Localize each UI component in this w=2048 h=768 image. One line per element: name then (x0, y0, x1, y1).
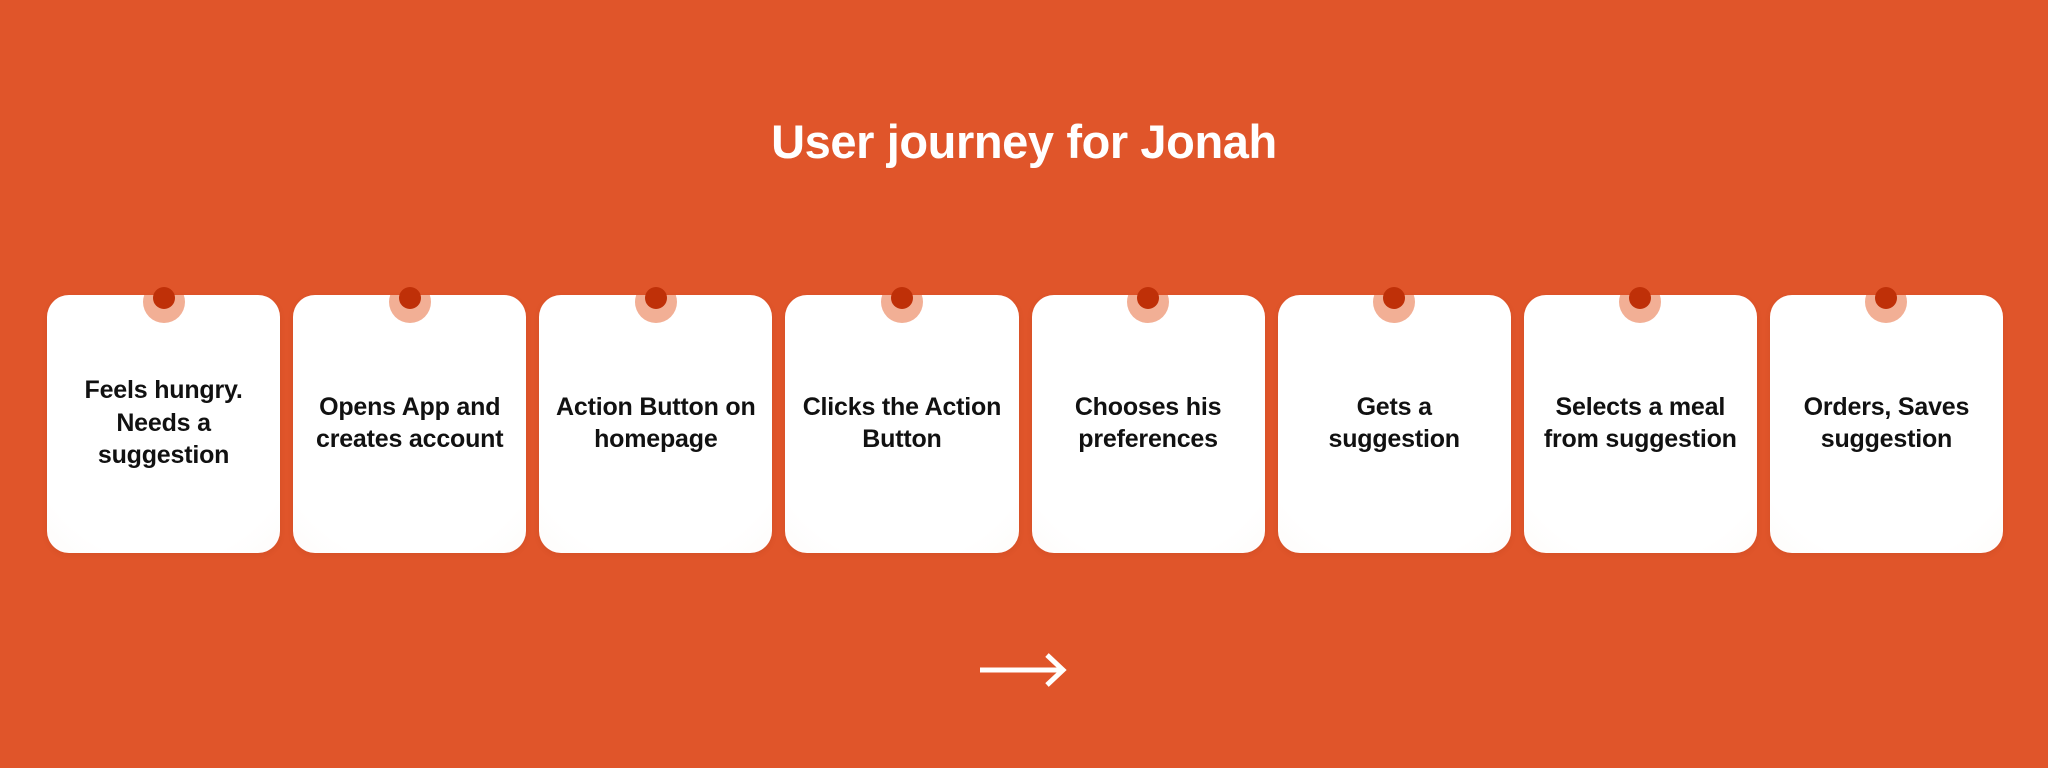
journey-step-card[interactable]: Opens App and creates account (293, 287, 527, 553)
step-dot-icon (398, 287, 421, 309)
journey-step-card[interactable]: Feels hungry. Needs a suggestion (47, 287, 281, 553)
journey-step-card[interactable]: Action Button on homepage (539, 287, 773, 553)
step-dot-icon (1383, 287, 1406, 309)
journey-step-card[interactable]: Selects a meal from suggestion (1523, 287, 1757, 553)
journey-step-card[interactable]: Clicks the Action Button (785, 287, 1019, 553)
journey-step-label: Gets a suggestion (1328, 392, 1461, 454)
journey-step-label: Orders, Saves suggestion (1803, 392, 1970, 454)
step-dot-icon (890, 287, 913, 309)
step-dot-icon (1137, 287, 1160, 309)
page-title: User journey for Jonah (771, 115, 1277, 168)
step-dot-icon (644, 287, 667, 309)
journey-step-label: Feels hungry. Needs a suggestion (84, 376, 243, 470)
journey-step-label: Selects a meal from suggestion (1543, 392, 1737, 454)
arrow-right-icon (980, 653, 1067, 687)
step-dot-icon (152, 287, 175, 309)
journey-step-card[interactable]: Orders, Saves suggestion (1769, 287, 2003, 553)
journey-step-label: Clicks the Action Button (802, 392, 1002, 454)
step-dot-icon (1629, 287, 1652, 309)
journey-step-label: Chooses his preferences (1074, 392, 1222, 454)
journey-step-label: Action Button on homepage (556, 392, 756, 454)
journey-step-label: Opens App and creates account (316, 392, 504, 454)
journey-step-card[interactable]: Gets a suggestion (1277, 287, 1511, 553)
journey-step-card[interactable]: Chooses his preferences (1031, 287, 1265, 553)
journey-steps-row: Feels hungry. Needs a suggestion Opens Ap… (47, 287, 2003, 553)
step-dot-icon (1875, 287, 1898, 309)
